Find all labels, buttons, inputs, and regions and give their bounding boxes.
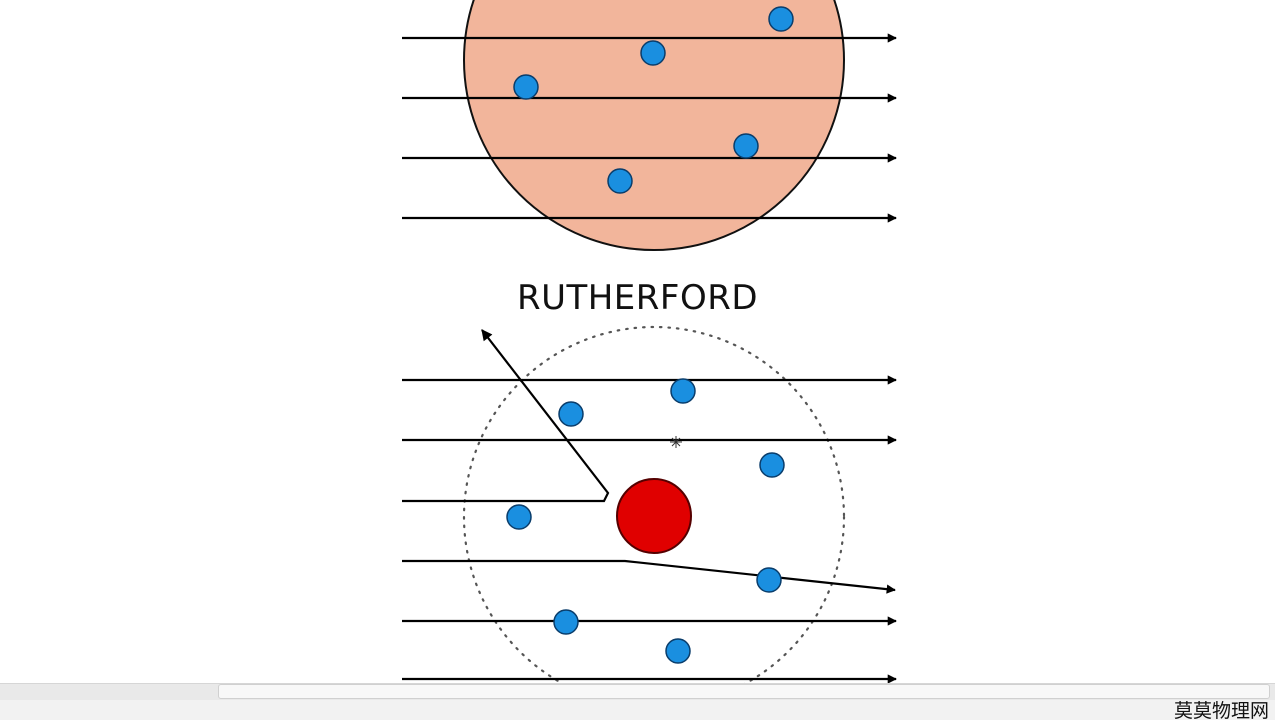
nucleus [616, 478, 692, 554]
electron [640, 40, 666, 66]
backscattered-ray-arrow [402, 329, 610, 503]
electron [506, 504, 532, 530]
electron [607, 168, 633, 194]
rutherford-electrons [506, 378, 785, 664]
electron [670, 378, 696, 404]
diagram-title: RUTHERFORD [516, 278, 759, 318]
electron [558, 401, 584, 427]
bottom-bar [0, 700, 1275, 720]
thomson-model [402, 0, 897, 251]
electron [553, 609, 579, 635]
electron [513, 74, 539, 100]
rutherford-rays [402, 329, 897, 684]
scrollbar-thumb[interactable] [218, 684, 1270, 699]
electron [665, 638, 691, 664]
electron [756, 567, 782, 593]
thomson-rays [402, 33, 897, 223]
watermark-text: 莫莫物理网 [1173, 700, 1269, 722]
plum-pudding-atom [463, 0, 845, 251]
electron [768, 6, 794, 32]
thomson-electrons [513, 6, 794, 194]
cursor-icon [670, 436, 682, 448]
electron [733, 133, 759, 159]
electron [759, 452, 785, 478]
deflected-ray-arrow [402, 559, 896, 594]
rutherford-model [402, 325, 897, 709]
